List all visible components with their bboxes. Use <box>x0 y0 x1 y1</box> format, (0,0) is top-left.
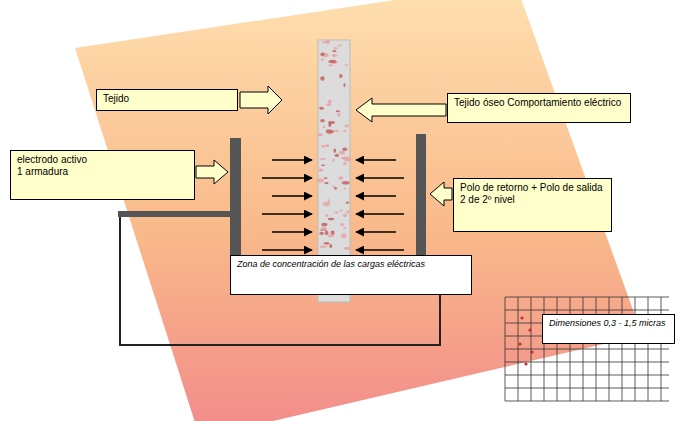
label-box: electrodo activo1 armadura <box>10 150 195 200</box>
label-text: Dimensiones 0,3 - 1,5 micras <box>549 318 668 329</box>
label-text: 2 de 2º nivel <box>460 194 605 206</box>
charge-arrows <box>262 160 404 250</box>
label-box: Tejido óseo Comportamiento eléctrico <box>447 93 631 123</box>
label-text: Tejido <box>103 93 231 105</box>
label-box: Polo de retorno + Polo de salida2 de 2º … <box>453 178 612 232</box>
label-box: Tejido <box>96 89 238 111</box>
note-box: Zona de concentración de las cargas eléc… <box>230 255 472 295</box>
label-text: Tejido óseo Comportamiento eléctrico <box>454 97 624 109</box>
label-text: Zona de concentración de las cargas eléc… <box>237 259 465 270</box>
label-text: electrodo activo <box>17 154 188 166</box>
note-box: Dimensiones 0,3 - 1,5 micras <box>542 314 675 344</box>
scale-grid <box>505 297 669 401</box>
return-electrode <box>416 134 426 272</box>
label-text: Polo de retorno + Polo de salida <box>460 182 605 194</box>
label-text: 1 armadura <box>17 166 188 178</box>
background-tissue <box>75 0 642 421</box>
active-electrode <box>230 138 241 270</box>
electrode-arm <box>118 211 232 217</box>
